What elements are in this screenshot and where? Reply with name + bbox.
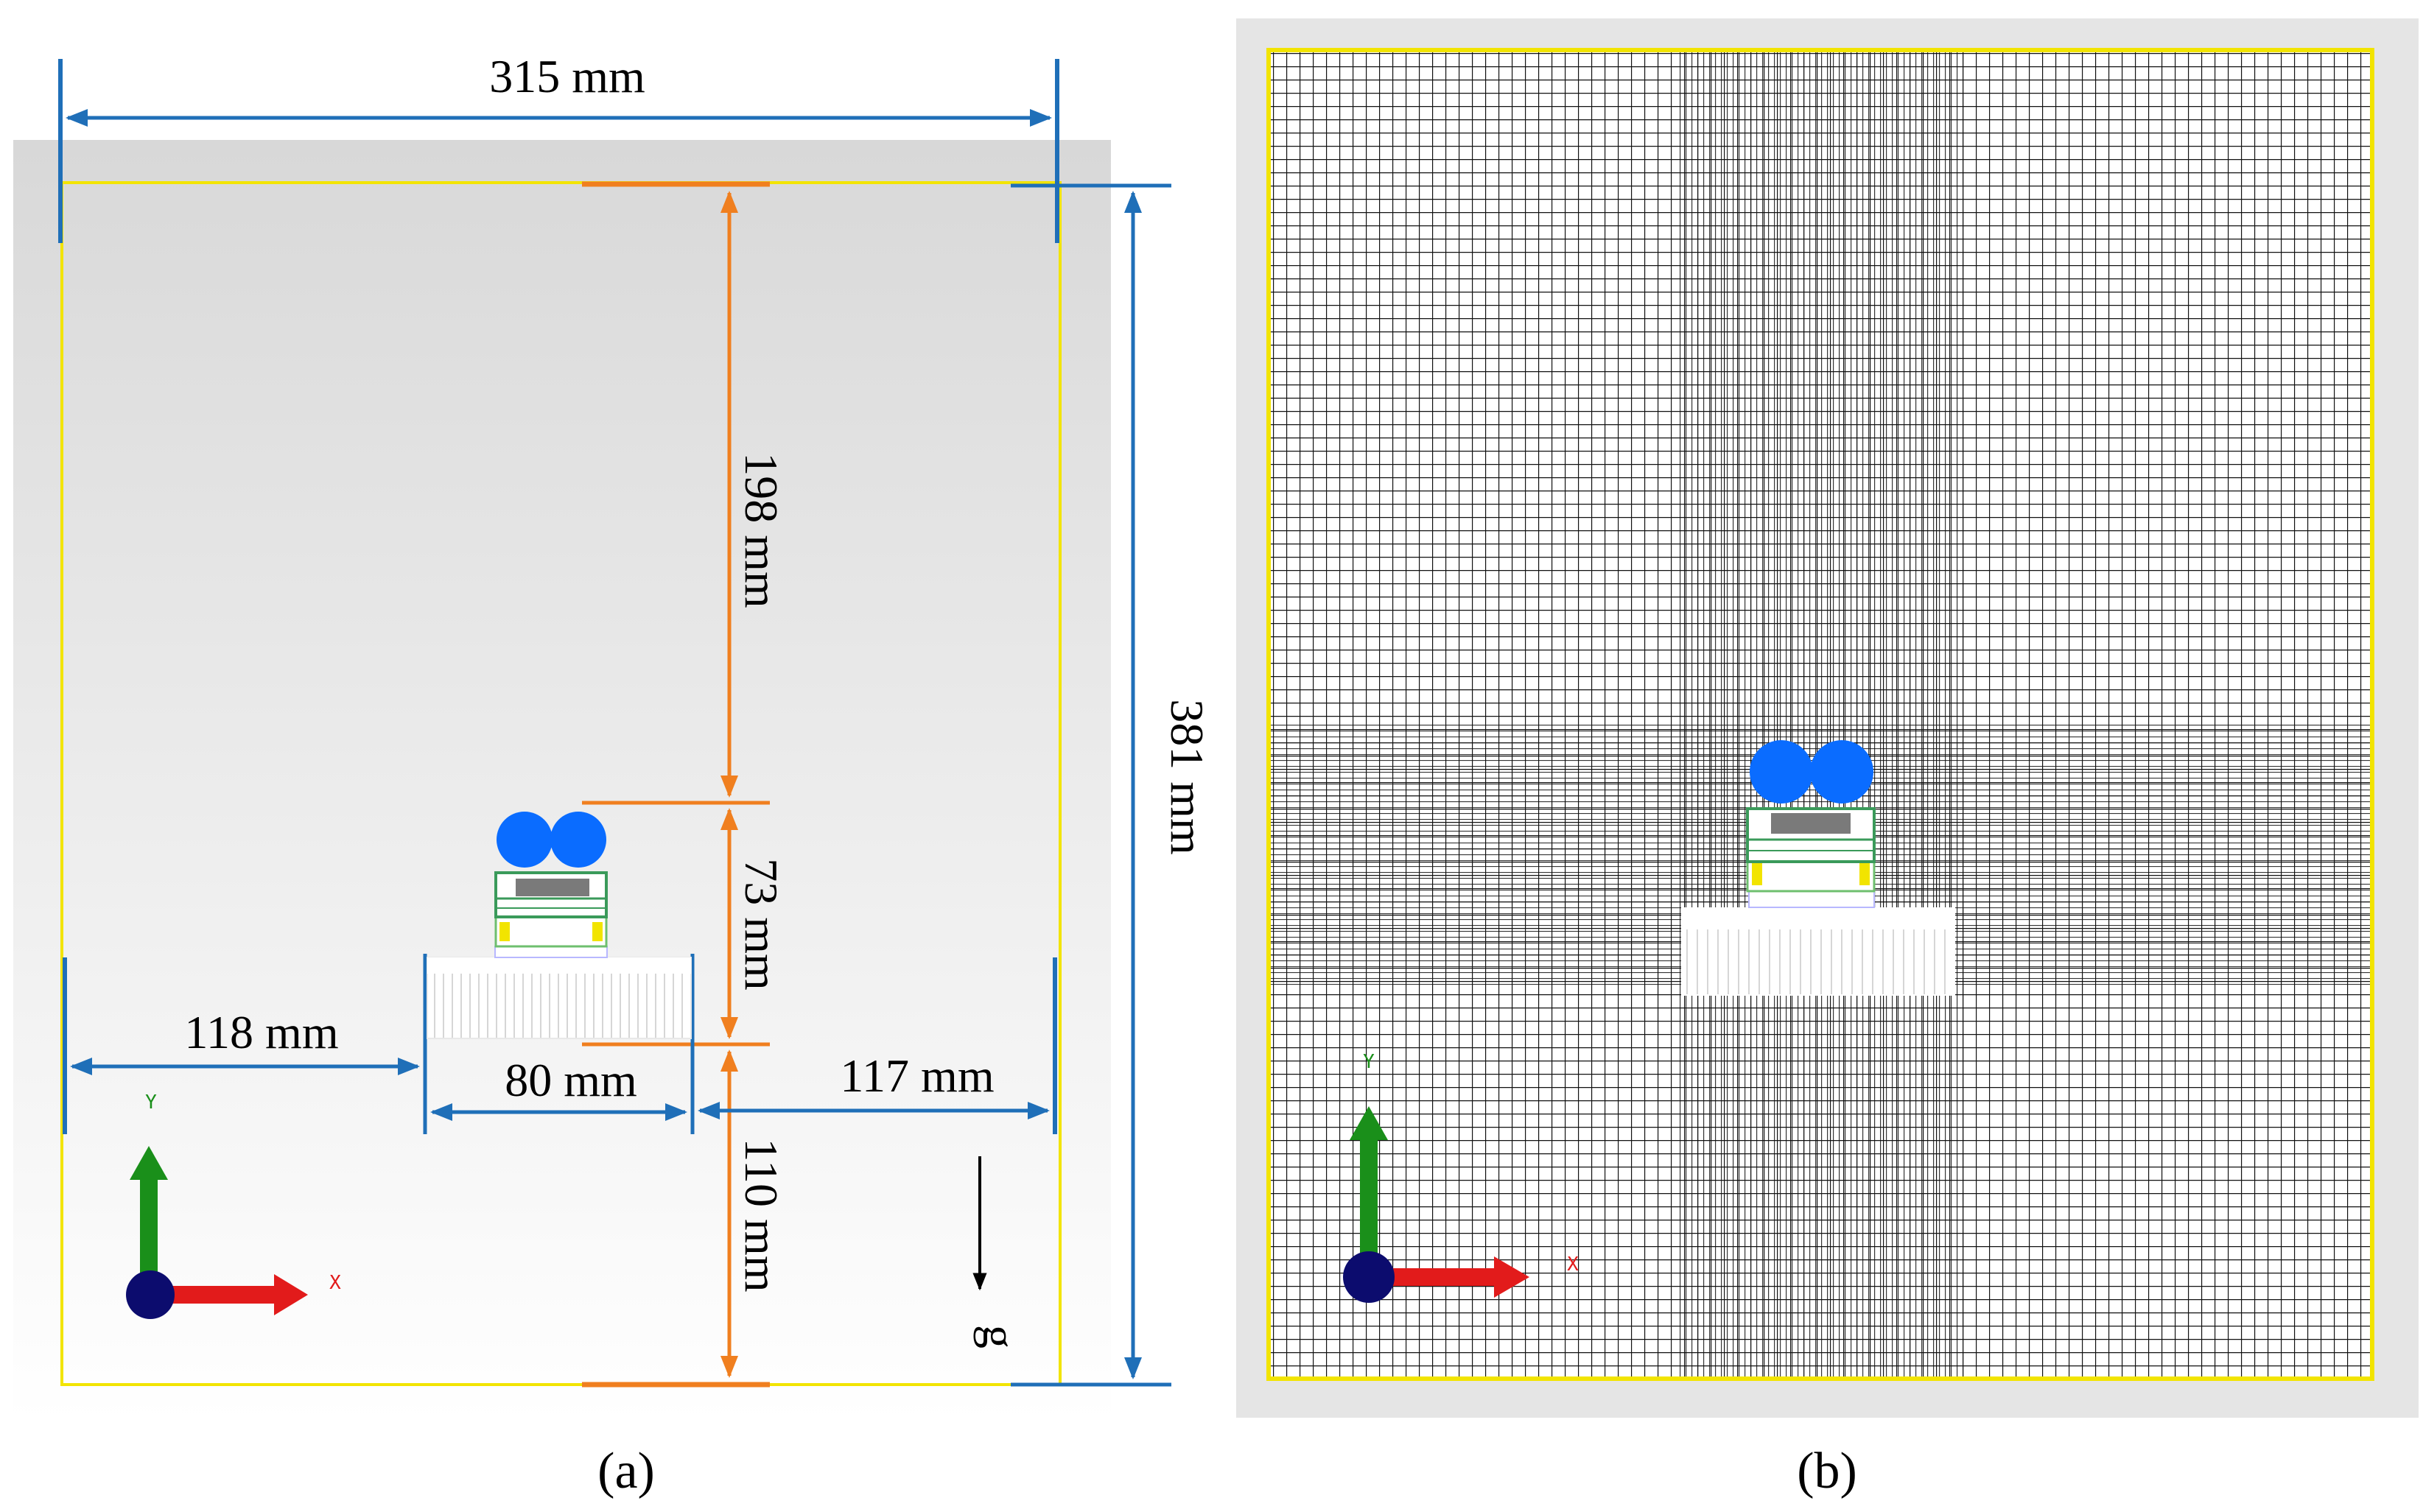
dimension-vertical-chain: 198 mm 73 mm 110 mm: [582, 181, 788, 1388]
dimension-width-total: 315 mm: [58, 50, 1059, 243]
sphere-right-b: [1810, 740, 1873, 804]
axis-origin: [126, 1270, 175, 1319]
x-axis-label-b: X: [1567, 1253, 1579, 1276]
y-axis-label: Y: [145, 1091, 157, 1114]
label-bottom-gap: 110 mm: [735, 1138, 788, 1292]
device-assembly-a: [427, 812, 692, 1039]
gravity-label: g: [973, 1325, 1025, 1349]
chip: [516, 879, 589, 896]
dimension-horizontal-chain: 118 mm 80 mm 117 mm: [63, 954, 1057, 1134]
label-height-total: 381 mm: [1161, 699, 1213, 855]
caption-b: (b): [1797, 1443, 1857, 1499]
label-top-gap: 198 mm: [735, 452, 788, 608]
heat-sink-base: [427, 957, 691, 974]
sphere-right: [550, 812, 606, 868]
coordinate-axes-b: Y X: [1343, 1051, 1579, 1303]
label-device-width: 80 mm: [505, 1054, 637, 1106]
domain-boundary: [60, 181, 1062, 1386]
panel-b: Y X (b): [1236, 18, 2419, 1499]
lower-frame: [494, 915, 608, 948]
gravity-indicator: g: [972, 1156, 1025, 1349]
support-right: [592, 922, 603, 941]
mesh-refinement-vertical: [1678, 50, 1966, 1379]
panel-a: 315 mm 381 mm 198 mm 73 mm 110 mm: [13, 50, 1213, 1499]
support-left: [499, 922, 510, 941]
heat-sink-b: [1681, 907, 1955, 996]
x-axis-label: X: [329, 1272, 341, 1294]
x-axis-arrow: [274, 1274, 308, 1315]
caption-a: (a): [597, 1443, 655, 1499]
dimension-height-total: 381 mm: [1011, 183, 1213, 1387]
y-axis-arrow: [130, 1146, 168, 1180]
y-axis-label-b: Y: [1363, 1051, 1375, 1073]
panel-a-background: [13, 140, 1111, 1421]
base-plate: [494, 946, 608, 958]
label-width-total: 315 mm: [489, 50, 645, 102]
label-right-gap: 117 mm: [840, 1049, 994, 1102]
label-left-gap: 118 mm: [184, 1006, 338, 1058]
label-device-height: 73 mm: [735, 858, 788, 991]
mesh-boundary: [1266, 48, 2374, 1381]
coordinate-axes-a: Y X: [126, 1091, 341, 1319]
sphere-left-b: [1750, 740, 1813, 804]
device-assembly-b: [1681, 740, 1955, 996]
sphere-left: [497, 812, 553, 868]
